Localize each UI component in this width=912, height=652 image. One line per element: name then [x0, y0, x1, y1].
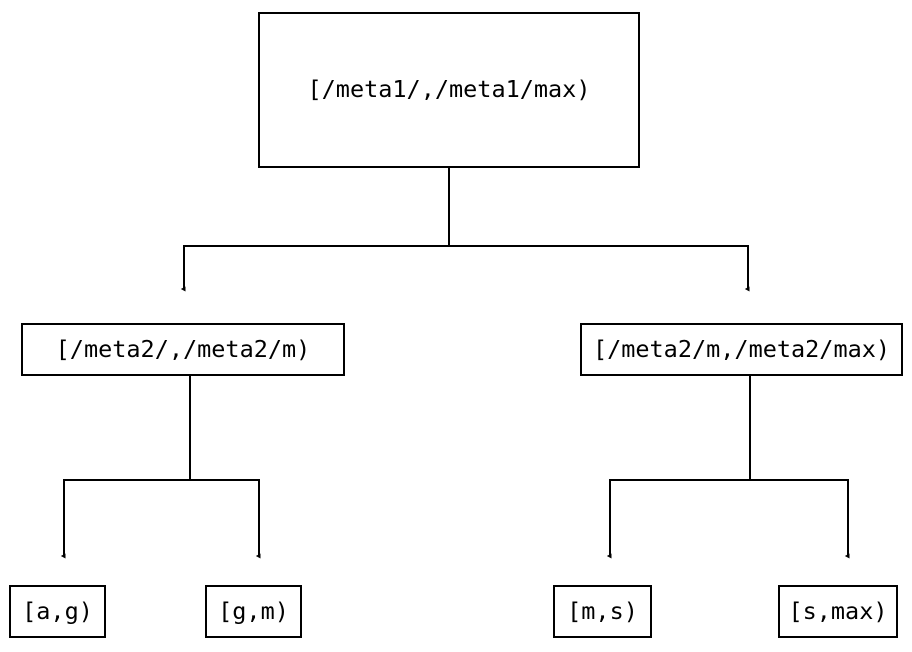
tree-node-mid-left[interactable]: [/meta2/,/meta2/m) [21, 323, 345, 376]
tree-node-leaf-3[interactable]: [m,s) [553, 585, 652, 638]
tree-node-leaf-4-label: [s,max) [788, 596, 888, 625]
edge-mid-left-to-leaf-1 [60, 376, 191, 559]
tree-node-mid-right-label: [/meta2/m,/meta2/max) [592, 334, 891, 363]
tree-node-leaf-4[interactable]: [s,max) [778, 585, 898, 638]
edge-mid-left-to-leaf-2 [189, 376, 261, 559]
tree-node-leaf-1[interactable]: [a,g) [9, 585, 106, 638]
edge-mid-right-to-leaf-3 [606, 376, 751, 559]
tree-node-leaf-2-label: [g,m) [218, 596, 289, 625]
edge-root-to-mid-right [448, 168, 750, 292]
tree-node-mid-right[interactable]: [/meta2/m,/meta2/max) [580, 323, 903, 376]
tree-node-leaf-2[interactable]: [g,m) [205, 585, 302, 638]
tree-node-leaf-1-label: [a,g) [22, 596, 93, 625]
edge-mid-right-to-leaf-4 [749, 376, 850, 559]
tree-node-leaf-3-label: [m,s) [567, 596, 638, 625]
edge-root-to-mid-left [180, 168, 450, 292]
tree-node-mid-left-label: [/meta2/,/meta2/m) [55, 334, 311, 363]
tree-node-root-label: [/meta1/,/meta1/max) [307, 75, 591, 104]
tree-node-root[interactable]: [/meta1/,/meta1/max) [258, 12, 640, 168]
